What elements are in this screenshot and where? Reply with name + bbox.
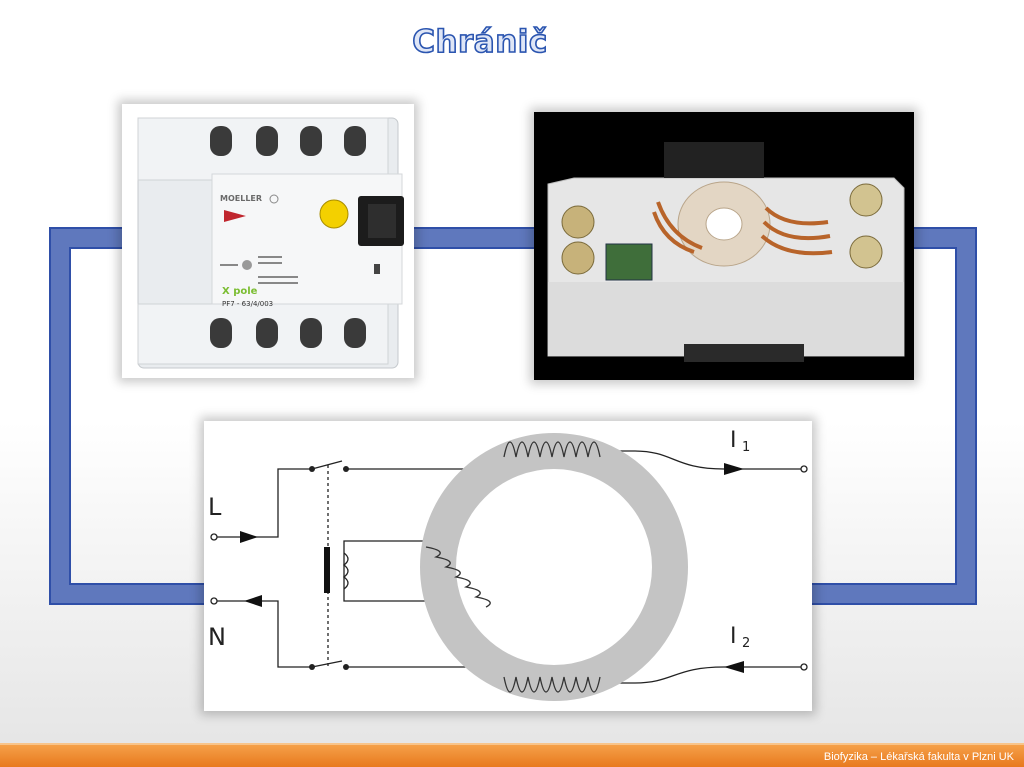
rcd-interior-photo [534, 112, 914, 380]
rcd-device-photo: MOELLER X pole PF7 - 63/4/003 [122, 104, 414, 378]
label-I2-sub: 2 [742, 636, 750, 651]
slide-title: Chránič [411, 23, 548, 61]
brand-label: MOELLER [220, 194, 262, 203]
label-L: L [208, 493, 222, 521]
footer-divider [0, 743, 1024, 745]
label-N: N [208, 623, 226, 651]
label-I1: I [730, 428, 737, 453]
label-I2: I [730, 624, 737, 649]
footer-bar [0, 745, 1024, 767]
series-label: X pole [222, 286, 258, 297]
footer-text: Biofyzika – Lékařská fakulta v Plzni UK [823, 751, 1014, 763]
rcd-schematic: L N I 1 I 2 [204, 421, 812, 711]
model-label: PF7 - 63/4/003 [222, 300, 273, 308]
label-I1-sub: 1 [742, 440, 750, 455]
